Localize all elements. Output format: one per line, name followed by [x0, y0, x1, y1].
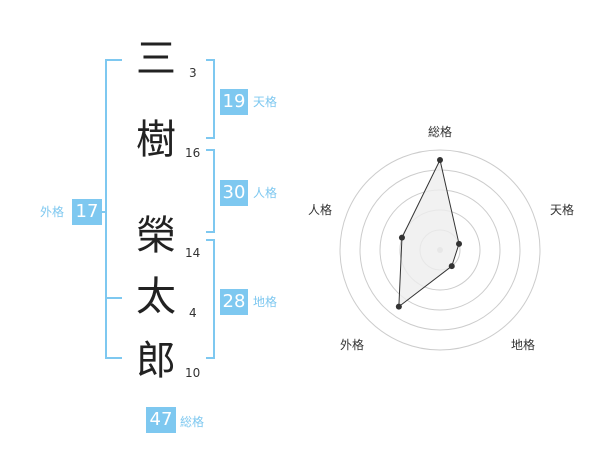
stroke-count-4: 4: [189, 306, 197, 320]
radar-point-2: [456, 240, 463, 247]
tenkaku-label: 天格: [253, 95, 278, 109]
stroke-count-2: 16: [185, 146, 201, 160]
radar-polygon: [398, 158, 460, 308]
jinkaku-badge: 30: [220, 180, 248, 206]
gaikaku-badge: 17: [72, 199, 102, 225]
tenkaku-badge: 19: [220, 89, 248, 115]
stroke-count-1: 3: [189, 66, 197, 80]
name-char-4: 太: [136, 274, 176, 320]
tenkaku-bracket: [206, 59, 215, 139]
name-char-5: 郎: [136, 338, 176, 384]
soukaku-label: 総格: [180, 415, 205, 429]
radar-point-5: [398, 234, 405, 241]
radar-point-3: [448, 263, 455, 270]
chikaku-badge: 28: [220, 289, 248, 315]
radar-axis-label-chikaku: 地格: [511, 338, 536, 352]
soukaku-badge: 47: [146, 407, 176, 433]
radar-point-4: [395, 303, 402, 310]
chikaku-label: 地格: [253, 295, 278, 309]
radar-axis-label-gaikaku: 外格: [340, 338, 365, 352]
radar-point-1: [437, 157, 443, 163]
radar-axis-label-tenkaku: 天格: [550, 203, 575, 217]
jinkaku-bracket: [206, 149, 215, 233]
radar-ring-5: [339, 149, 541, 351]
chikaku-bracket: [206, 239, 215, 359]
radar-axis-label-jinkaku: 人格: [308, 203, 333, 217]
gaikaku-label: 外格: [40, 205, 65, 219]
name-char-2: 樹: [136, 117, 176, 163]
radar-axis-label-soukaku: 総格: [428, 125, 453, 139]
name-char-1: 三: [136, 36, 176, 82]
stroke-count-5: 10: [185, 366, 201, 380]
jinkaku-label: 人格: [253, 186, 278, 200]
gaikaku-bracket: [105, 59, 122, 359]
stroke-count-3: 14: [185, 246, 201, 260]
name-char-3: 榮: [136, 213, 176, 259]
